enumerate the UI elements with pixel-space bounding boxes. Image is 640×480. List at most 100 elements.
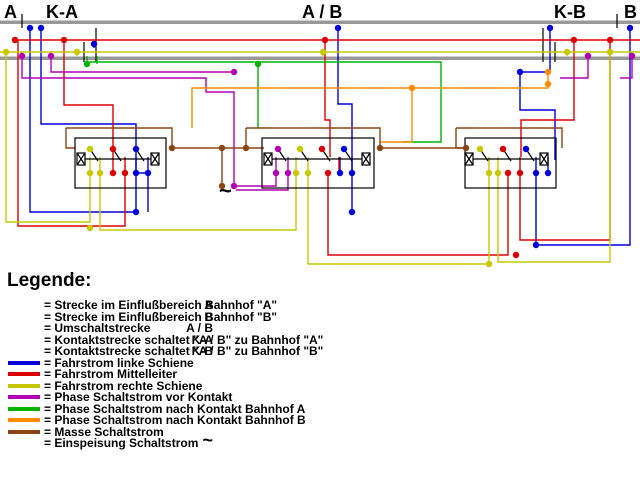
terminal-dot-purple — [628, 52, 636, 60]
legend-entry: K-B= Kontaktstrecke schaltet "A / B" zu … — [0, 344, 640, 359]
legend-title: Legende: — [7, 270, 92, 291]
terminal-dot-red — [570, 36, 578, 44]
terminal-dot-orange — [544, 80, 552, 88]
red-wire-4 — [327, 173, 509, 256]
terminal-dot-red — [504, 169, 512, 177]
legend-text: = Fahrstrom rechte Schiene — [44, 378, 203, 393]
label-kb: K-B — [554, 2, 586, 22]
legend-entry: = Phase Schaltstrom nach Kontakt Bahnhof… — [0, 402, 640, 417]
terminal-dot-blue — [90, 40, 98, 48]
red-wire-3 — [17, 40, 126, 227]
legend-text: = Phase Schaltstrom vor Kontakt — [44, 390, 233, 404]
relay-1-coil-left-x2 — [76, 152, 86, 166]
label-a: A — [4, 2, 17, 22]
terminal-dot-yellow — [86, 169, 94, 177]
terminal-dot-brown — [376, 144, 384, 152]
brown-wire-1 — [172, 147, 223, 186]
legend-text: = Kontaktstrecke schaltet "A / B" zu Bah… — [44, 344, 324, 358]
terminal-dot-red — [109, 169, 117, 177]
label-ka: K-A — [46, 2, 78, 22]
purple-wire-6 — [234, 173, 277, 187]
track-rails — [0, 20, 640, 60]
terminal-dot-purple — [284, 169, 292, 177]
yellow-wire-a — [5, 52, 91, 223]
blue-wire-2 — [136, 172, 149, 212]
brown-wire-4 — [65, 128, 75, 149]
terminal-dot-blue — [334, 24, 342, 32]
purple-wire-5 — [236, 173, 289, 191]
legend-text: = Fahrstrom Mittelleiter — [44, 367, 178, 381]
terminal-dot-blue — [348, 208, 356, 216]
lower-rail — [0, 56, 640, 60]
terminal-dot-blue — [132, 169, 140, 177]
terminal-dot-blue — [626, 24, 634, 32]
legend-entry: = Phase Schaltstrom nach Kontakt Bahnhof… — [0, 413, 640, 428]
terminal-dot-red — [499, 145, 507, 153]
legend-entry: = Fahrstrom linke Schiene — [0, 356, 640, 371]
terminal-dot-red — [121, 169, 129, 177]
legend-text: = Fahrstrom linke Schiene — [44, 355, 194, 370]
terminal-dot-red — [109, 145, 117, 153]
terminal-dot-purple — [230, 68, 238, 76]
terminal-dot-yellow — [86, 145, 94, 153]
brown-wire-8 — [455, 128, 466, 149]
yellow-wire-9 — [497, 52, 611, 263]
legend-entry: = Masse Schaltstrom — [0, 425, 640, 440]
yellow-wire-6 — [307, 173, 490, 265]
terminal-dot-blue — [348, 169, 356, 177]
terminal-dot-red — [11, 36, 19, 44]
terminal-dot-yellow — [96, 169, 104, 177]
terminal-dot-brown — [168, 144, 176, 152]
terminal-dot-purple — [272, 169, 280, 177]
terminal-dot-yellow — [485, 260, 493, 268]
terminal-dot-blue — [516, 68, 524, 76]
orange-wire-1 — [191, 84, 549, 128]
terminal-dot-blue — [132, 208, 140, 216]
legend-swatch-yellow — [8, 383, 40, 388]
terminal-dot-yellow — [494, 169, 502, 177]
purple-wire-2 — [50, 56, 234, 73]
terminal-dot-orange — [544, 68, 552, 76]
legend-entry: = Fahrstrom Mittelleiter — [0, 367, 640, 382]
terminal-dot-purple — [230, 182, 238, 190]
terminal-dot-blue — [522, 145, 530, 153]
terminal-dot-brown — [218, 182, 226, 190]
upper-rail — [0, 20, 640, 24]
terminal-dot-red — [60, 36, 68, 44]
terminal-dot-purple — [274, 145, 282, 153]
green-wire-1 — [86, 56, 442, 143]
terminal-dot-yellow — [292, 169, 300, 177]
brown-wires — [65, 127, 563, 186]
terminal-dot-blue — [144, 169, 152, 177]
rail-highlight-2 — [0, 56, 640, 57]
terminal-dot-green — [254, 60, 262, 68]
legend-entry: = Phase Schaltstrom vor Kontakt — [0, 390, 640, 405]
legend-key: A / B — [186, 321, 213, 335]
terminal-dot-brown — [242, 144, 250, 152]
legend-text: = Strecke im Einflußbereich Bahnhof "B" — [44, 309, 278, 324]
legend-swatch-blue — [8, 360, 40, 365]
blue-wire-ka — [29, 28, 137, 213]
terminal-dot-purple — [47, 52, 55, 60]
terminal-dot-red — [321, 36, 329, 44]
brown-wire-5 — [66, 127, 173, 148]
legend-text: = Einspeisung Schaltstrom — [44, 436, 199, 450]
terminal-dot-yellow — [2, 48, 10, 56]
legend-swatch-green — [8, 406, 40, 411]
legend-swatch-orange — [8, 418, 40, 422]
terminal-dot-blue — [532, 169, 540, 177]
blue-wire-b — [535, 28, 631, 246]
legend-text: = Phase Schaltstrom nach Kontakt Bahnhof… — [44, 401, 306, 416]
relay-2-box — [261, 137, 375, 189]
brown-wire-7 — [246, 127, 381, 148]
legend-text: = Masse Schaltstrom — [44, 424, 164, 439]
purple-wire-8 — [620, 56, 633, 79]
purple-wire-7 — [560, 56, 589, 79]
terminal-dot-yellow — [563, 48, 571, 56]
terminal-dot-red — [606, 36, 614, 44]
legend-text: = Strecke im Einflußbereich Bahnhof "A" — [44, 298, 278, 312]
wiring-diagram: A K-A A / B K-B B ~ — [0, 2, 640, 268]
blue-wire-kb — [519, 28, 556, 160]
legend-entry: A= Strecke im Einflußbereich Bahnhof "A" — [0, 298, 640, 313]
legend-swatch-purple — [8, 395, 40, 399]
